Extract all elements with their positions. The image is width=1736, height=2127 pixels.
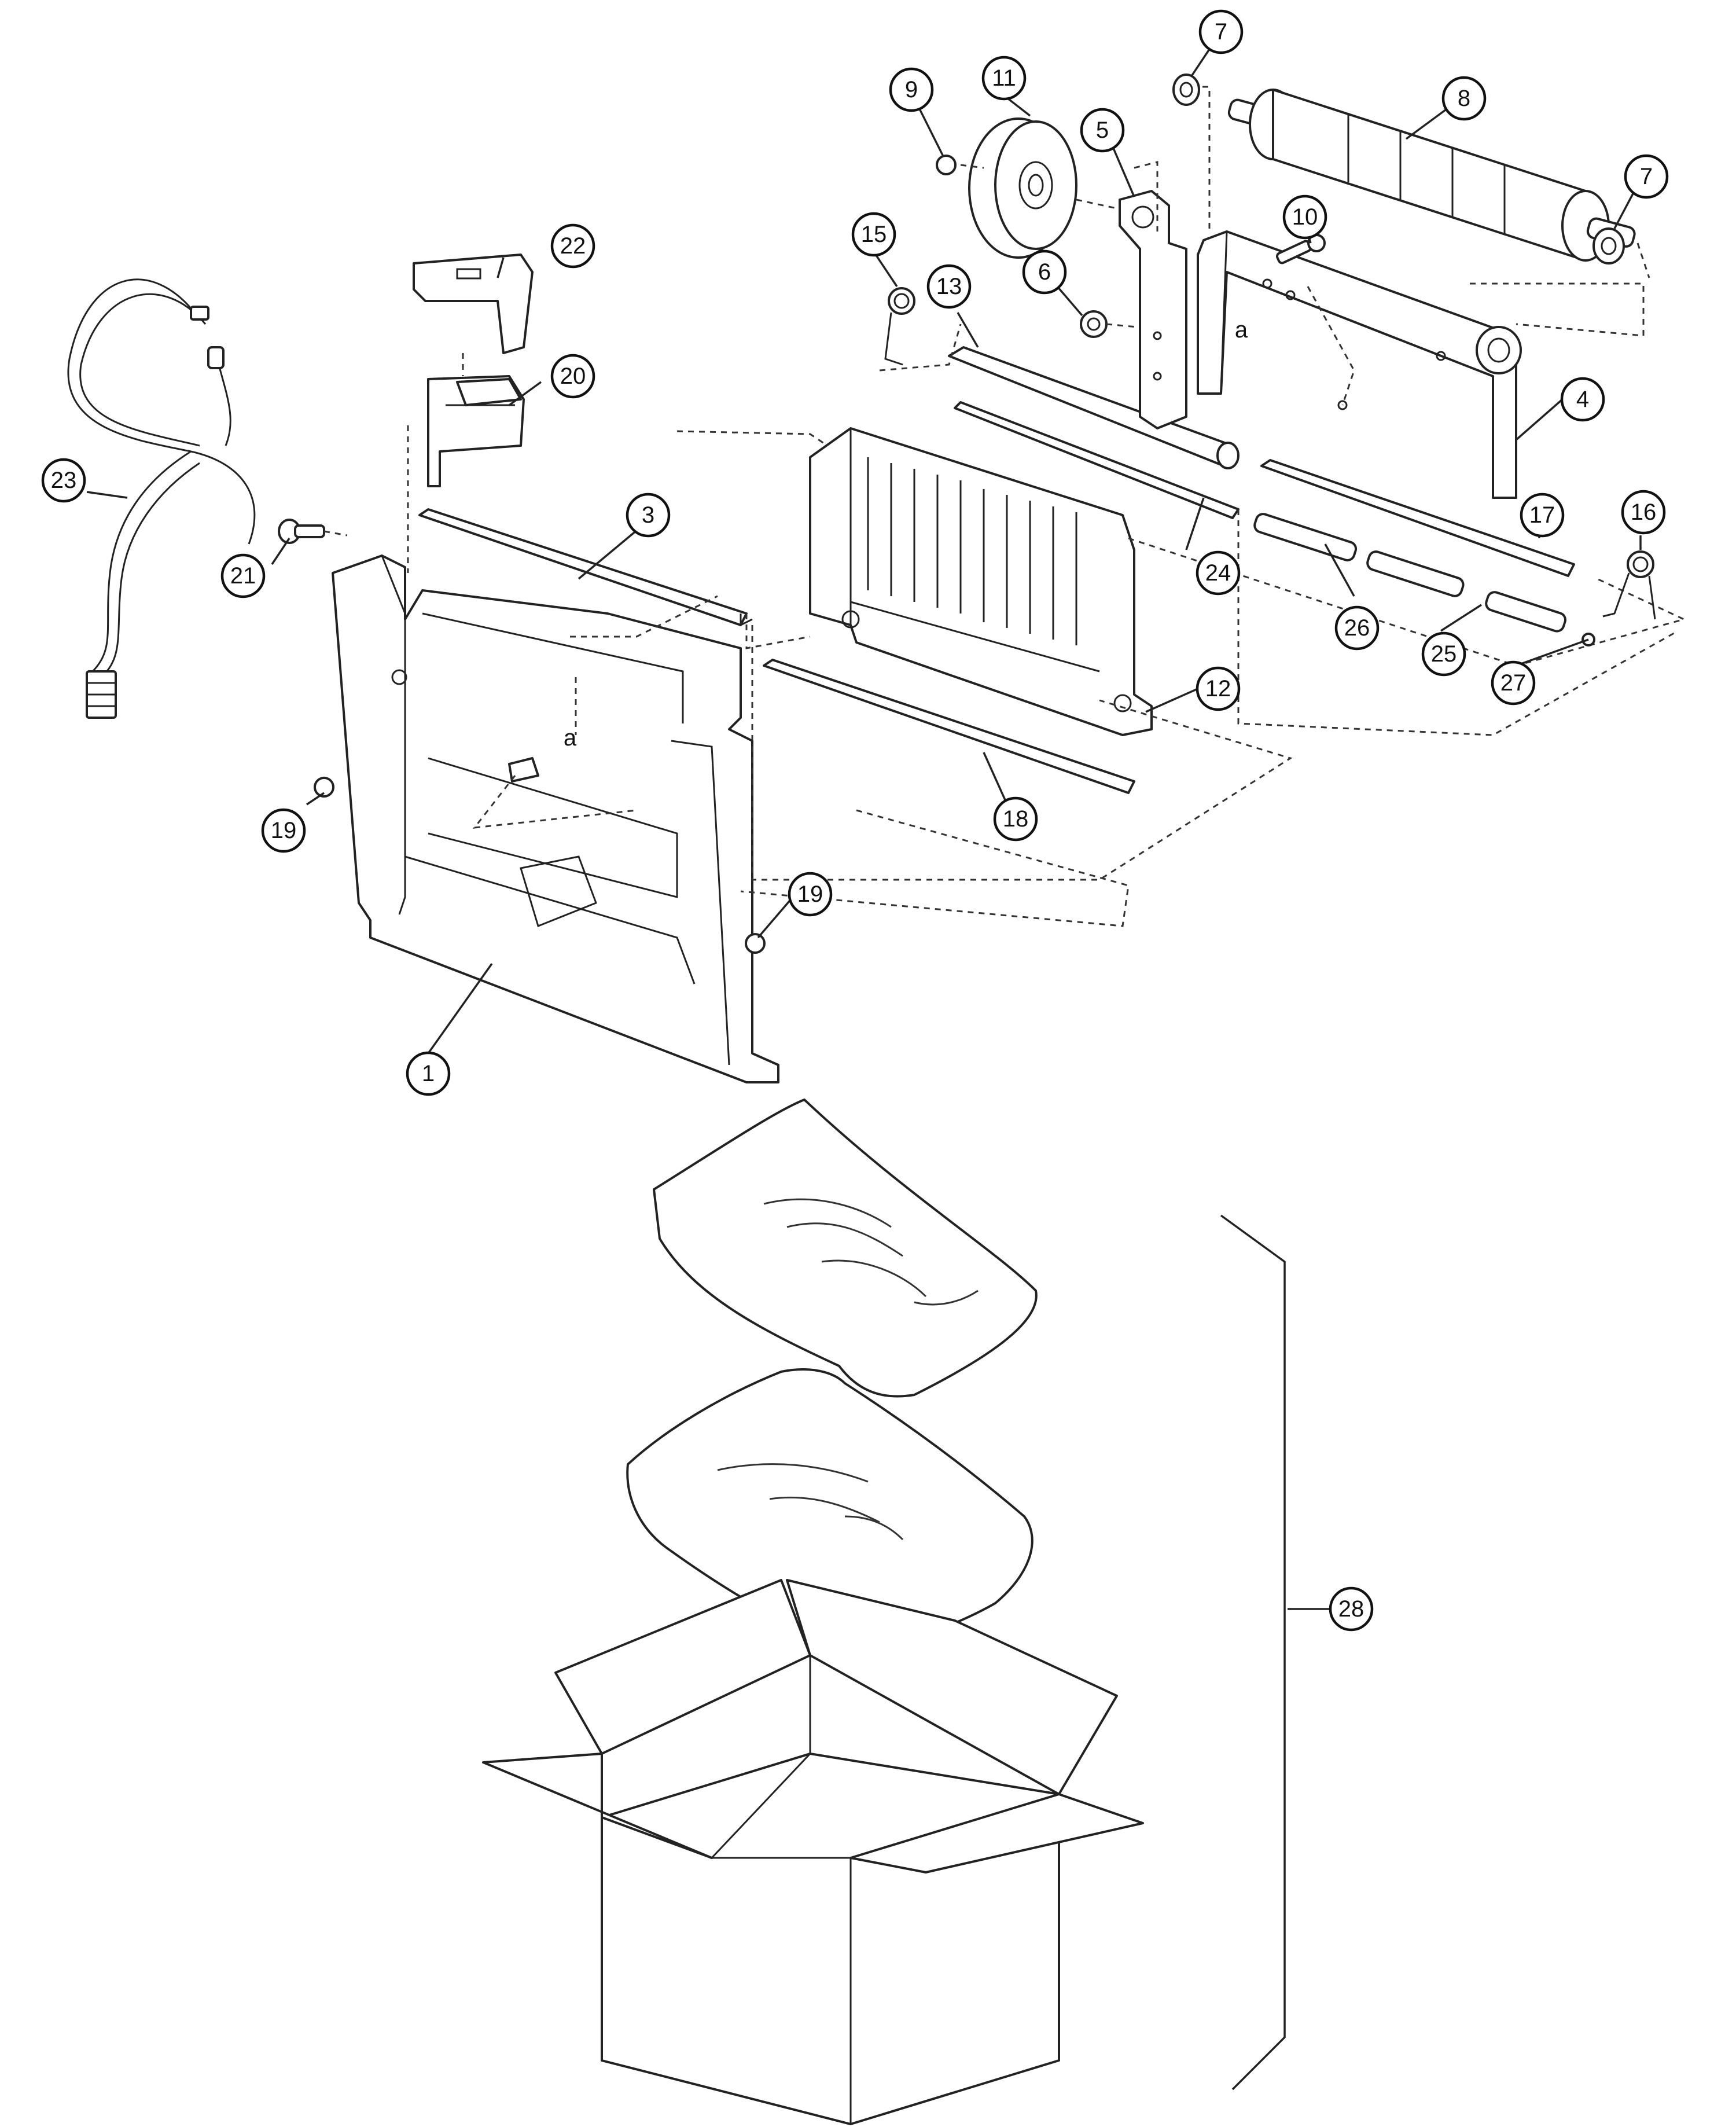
svg-text:24: 24 xyxy=(1205,560,1231,586)
callout-8: 8 xyxy=(1441,76,1487,121)
bracket-arm-part xyxy=(1119,190,1187,429)
callout-15: 15 xyxy=(851,212,896,257)
wire-harness-part xyxy=(67,278,256,719)
callout-9: 9 xyxy=(889,67,934,112)
callout-23: 23 xyxy=(41,458,86,503)
callout-4: 4 xyxy=(1560,377,1605,422)
bearing-left-part xyxy=(1172,74,1200,106)
callout-22: 22 xyxy=(550,223,595,269)
callout-10: 10 xyxy=(1282,194,1327,240)
screw-part xyxy=(278,519,325,544)
callout-12: 12 xyxy=(1196,666,1241,711)
pin-part xyxy=(1275,234,1326,265)
svg-text:13: 13 xyxy=(936,274,962,299)
svg-text:3: 3 xyxy=(642,502,654,528)
callout-19-right: 19 xyxy=(788,872,833,917)
svg-text:19: 19 xyxy=(797,881,823,907)
callout-26: 26 xyxy=(1334,605,1380,651)
spring-right-part xyxy=(1602,550,1656,620)
svg-text:11: 11 xyxy=(992,65,1016,91)
svg-text:21: 21 xyxy=(230,563,256,589)
callout-27: 27 xyxy=(1491,660,1536,706)
roller-part xyxy=(948,346,1240,469)
callout-3: 3 xyxy=(626,493,671,538)
callout-24: 24 xyxy=(1196,550,1241,596)
packing-cushion-bottom-part xyxy=(626,1368,1033,1651)
callout-13: 13 xyxy=(926,264,972,309)
shipping-box-part xyxy=(482,1579,1144,2125)
svg-text:16: 16 xyxy=(1631,499,1657,525)
spring-left-part xyxy=(884,287,915,366)
callout-17: 17 xyxy=(1520,493,1565,538)
pulley-part xyxy=(968,117,1077,259)
svg-text:23: 23 xyxy=(51,468,77,493)
svg-text:19: 19 xyxy=(271,818,297,843)
long-shaft-part xyxy=(1260,459,1575,577)
svg-text:9: 9 xyxy=(905,77,918,102)
callout-25: 25 xyxy=(1421,631,1466,677)
svg-text:5: 5 xyxy=(1096,117,1109,143)
svg-text:6: 6 xyxy=(1038,259,1051,285)
callout-18: 18 xyxy=(993,796,1038,842)
e-ring-top-part xyxy=(936,155,957,175)
roller-set-part xyxy=(1253,513,1567,633)
callout-20: 20 xyxy=(550,354,595,399)
reference-letter-a-frame: a xyxy=(564,725,577,751)
svg-text:1: 1 xyxy=(422,1061,435,1086)
callout-5: 5 xyxy=(1080,108,1125,153)
gear-screw-part xyxy=(1080,310,1138,338)
svg-text:18: 18 xyxy=(1003,806,1029,832)
svg-text:12: 12 xyxy=(1205,676,1231,701)
sensor-cover-part xyxy=(413,254,534,354)
bearing-right-part xyxy=(1592,227,1625,265)
bearing-part xyxy=(1476,326,1522,374)
callout-11: 11 xyxy=(981,56,1027,101)
callout-28: 28 xyxy=(1329,1586,1374,1632)
callout-19-left: 19 xyxy=(261,808,306,853)
callout-7-right: 7 xyxy=(1624,154,1669,199)
e-ring-right-part xyxy=(745,933,766,954)
reference-letter-a-top: a xyxy=(1235,317,1248,343)
lower-shaft-part xyxy=(763,659,1135,794)
svg-text:7: 7 xyxy=(1215,19,1227,45)
callout-7-top: 7 xyxy=(1198,9,1244,54)
callout-6: 6 xyxy=(1022,249,1067,295)
guide-plate-assembly-part xyxy=(809,427,1153,736)
svg-text:10: 10 xyxy=(1292,204,1318,230)
svg-text:20: 20 xyxy=(560,363,586,389)
callout-1: 1 xyxy=(406,1051,451,1096)
callout-16: 16 xyxy=(1621,490,1666,535)
svg-text:22: 22 xyxy=(560,233,586,259)
svg-text:26: 26 xyxy=(1344,615,1370,641)
svg-text:17: 17 xyxy=(1529,502,1555,528)
packaging-bracket xyxy=(1220,1214,1286,2091)
svg-text:15: 15 xyxy=(861,222,887,247)
svg-text:8: 8 xyxy=(1458,86,1470,111)
packing-cushion-top-part xyxy=(653,1099,1038,1398)
svg-text:7: 7 xyxy=(1640,164,1653,189)
e-ring-left-part xyxy=(314,777,334,798)
callout-21: 21 xyxy=(220,553,266,598)
svg-text:25: 25 xyxy=(1431,641,1457,667)
svg-text:27: 27 xyxy=(1500,670,1527,696)
svg-text:4: 4 xyxy=(1576,387,1589,412)
side-plate-part xyxy=(1197,230,1517,499)
svg-text:28: 28 xyxy=(1338,1596,1364,1622)
sensor-bracket-part xyxy=(427,375,525,487)
platen-roller-part xyxy=(1227,89,1636,262)
